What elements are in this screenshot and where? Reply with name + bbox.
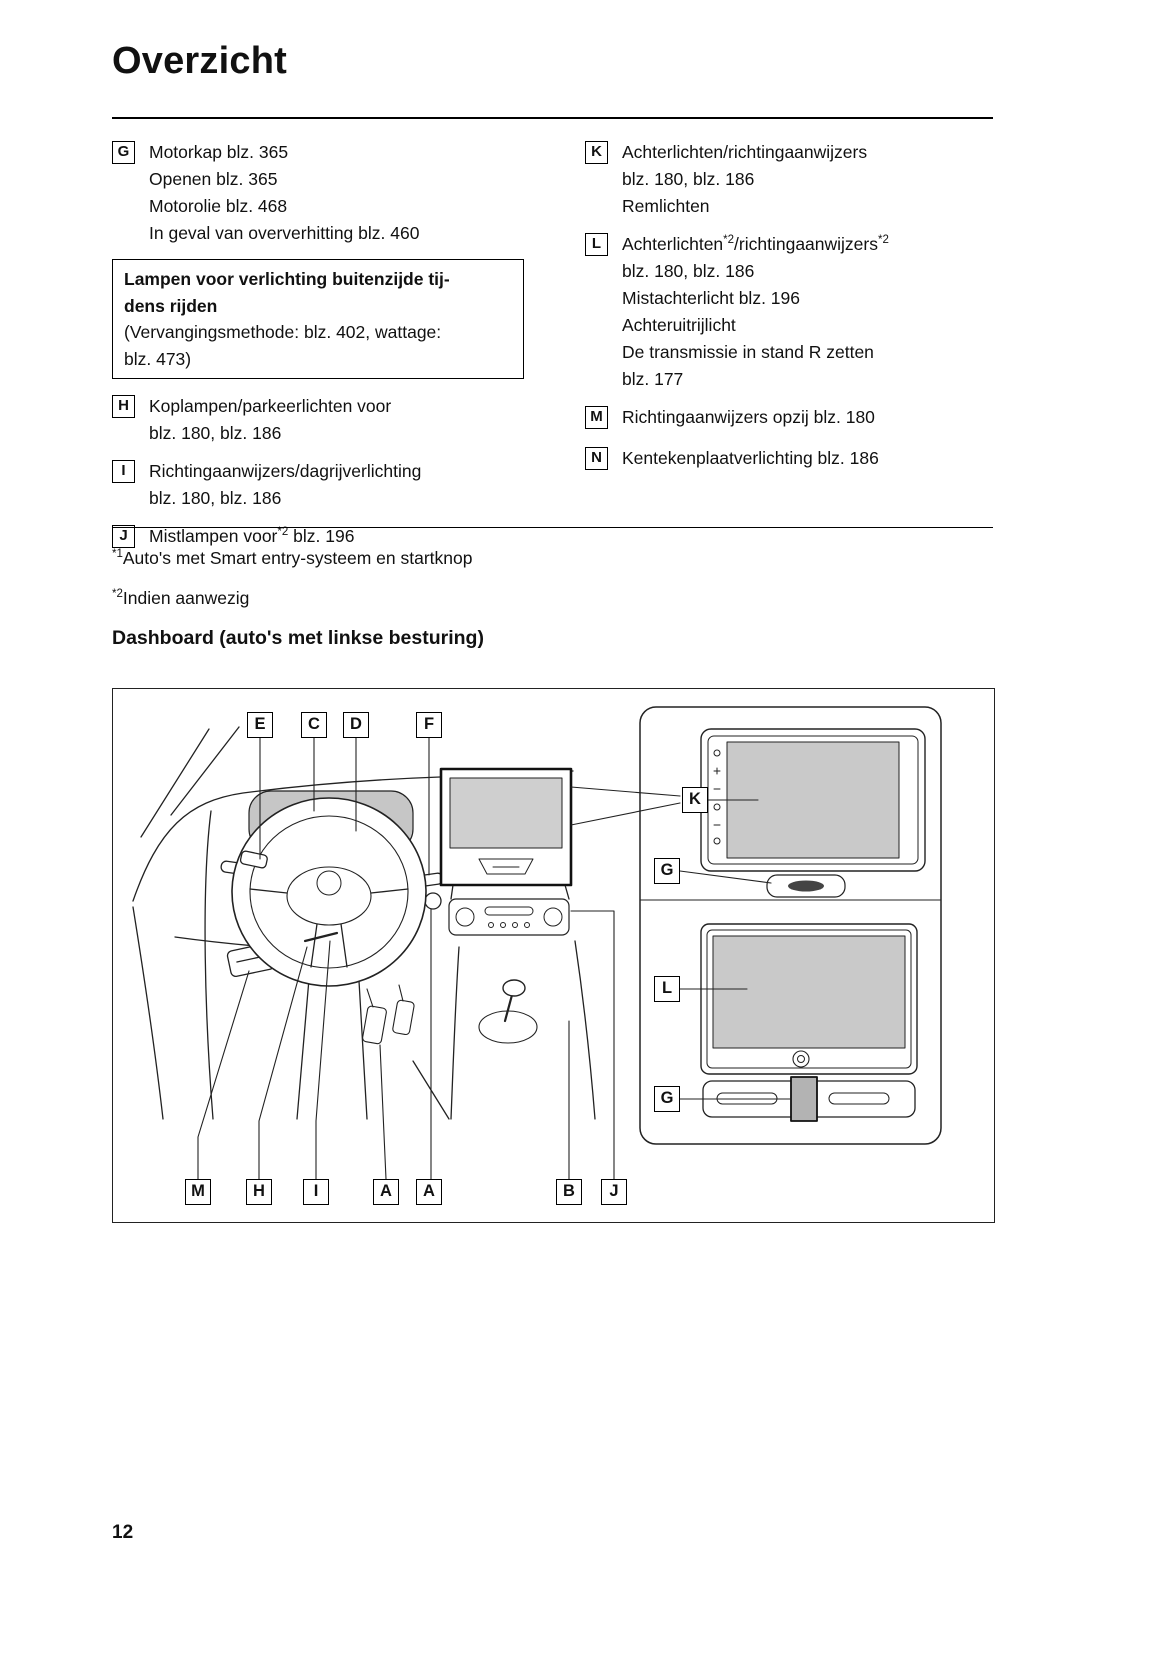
legend-line: Achterlichten*2/richtingaanwijzers*2 [622, 231, 1000, 258]
audio-display-unit [439, 767, 573, 887]
callout-i: I [303, 1179, 329, 1205]
legend-line: Achterlichten/richtingaanwijzers [622, 142, 868, 162]
footnote-text: Indien aanwezig [122, 588, 250, 608]
legend-item-mistlampen: J Mistlampen voor*2 blz. 196 [112, 523, 557, 550]
climate-control-panel [448, 898, 570, 936]
callout-g-vent: G [654, 1086, 680, 1112]
footnote-text: Auto's met Smart entry-systeem en startk… [122, 548, 473, 568]
legend-line: Koplampen/parkeerlichten voor [149, 396, 392, 416]
pedals [362, 984, 415, 1045]
nav-display-unit [700, 728, 926, 898]
inset-panel [639, 706, 942, 1145]
text-fragment: Mistlampen voor [149, 526, 278, 546]
callout-f: F [416, 712, 442, 738]
legend-line: blz. 180, blz. 186 [149, 423, 282, 443]
legend-lines: Richtingaanwijzers/dagrijverlichting blz… [149, 458, 557, 512]
top-divider [112, 117, 993, 119]
footnote-marker: *2 [277, 526, 289, 539]
legend-lines: Kentekenplaatverlichting blz. 186 [622, 445, 1000, 472]
footnote-1: *1Auto's met Smart entry-systeem en star… [112, 548, 472, 569]
footnote-marker: *2 [723, 234, 735, 247]
legend-line: Richtingaanwijzers opzij blz. 180 [622, 407, 875, 427]
note-body-line: blz. 473) [124, 348, 192, 369]
start-switch [424, 892, 442, 910]
dashboard-figure-drawing [132, 706, 942, 1180]
legend-key-h: H [112, 395, 135, 418]
legend-lines: Richtingaanwijzers opzij blz. 180 [622, 404, 1000, 431]
legend-key-g: G [112, 141, 135, 164]
callout-b: B [556, 1179, 582, 1205]
rear-display-unit [700, 923, 918, 1075]
callout-e: E [247, 712, 273, 738]
legend-line: Remlichten [622, 196, 710, 216]
legend-key-k: K [585, 141, 608, 164]
legend-key-i: I [112, 460, 135, 483]
legend-line: De transmissie in stand R zetten [622, 342, 874, 362]
legend-line: blz. 180, blz. 186 [622, 169, 755, 189]
legend-line: Achteruitrijlicht [622, 315, 736, 335]
legend-item-motorkap: G Motorkap blz. 365 Openen blz. 365 Moto… [112, 139, 557, 247]
dashboard-heading: Dashboard (auto's met linkse besturing) [112, 627, 484, 649]
text-fragment: /richtingaanwijzers [734, 234, 878, 254]
callout-c: C [301, 712, 327, 738]
note-title-line: Lampen voor verlichting buitenzijde tij- [124, 269, 450, 289]
page-title: Overzicht [112, 40, 287, 82]
legend-item-achterlichten-2: L Achterlichten*2/richtingaanwijzers*2 b… [585, 231, 1000, 393]
callout-k: K [682, 787, 708, 813]
gear-shifter [478, 979, 538, 1044]
text-fragment: Achterlichten [622, 234, 724, 254]
legend-lines: Koplampen/parkeerlichten voor blz. 180, … [149, 393, 557, 447]
callout-g-nav: G [654, 858, 680, 884]
legend-line: Openen blz. 365 [149, 169, 278, 189]
leader-lines [197, 737, 792, 1180]
steering-wheel [231, 797, 427, 987]
legend-line: blz. 177 [622, 369, 684, 389]
footnote-marker: *1 [112, 548, 123, 561]
legend-right-column: K Achterlichten/richtingaanwijzers blz. … [585, 139, 1000, 483]
mirror-control [239, 850, 268, 869]
legend-item-richtingaanwijzers-opzij: M Richtingaanwijzers opzij blz. 180 [585, 404, 1000, 431]
legend-key-j: J [112, 525, 135, 548]
legend-line: Motorkap blz. 365 [149, 142, 289, 162]
legend-line: Mistlampen voor*2 blz. 196 [149, 523, 557, 550]
legend-item-achterlichten: K Achterlichten/richtingaanwijzers blz. … [585, 139, 1000, 220]
legend-line: In geval van oververhitting blz. 460 [149, 223, 420, 243]
mid-divider [112, 527, 993, 528]
legend-line: blz. 180, blz. 186 [622, 261, 755, 281]
legend-lines: Achterlichten/richtingaanwijzers blz. 18… [622, 139, 1000, 220]
callout-l: L [654, 976, 680, 1002]
legend-key-l: L [585, 233, 608, 256]
callout-h: H [246, 1179, 272, 1205]
footnote-marker: *2 [878, 234, 889, 247]
text-fragment: blz. 196 [288, 526, 355, 546]
legend-key-m: M [585, 406, 608, 429]
legend-key-n: N [585, 447, 608, 470]
callout-a-1: A [373, 1179, 399, 1205]
callout-a-2: A [416, 1179, 442, 1205]
callout-j: J [601, 1179, 627, 1205]
page-number: 12 [112, 1522, 134, 1543]
exterior-lighting-note-box: Lampen voor verlichting buitenzijde tij-… [112, 259, 524, 379]
legend-line: Mistachterlicht blz. 196 [622, 288, 800, 308]
legend-line: Kentekenplaatverlichting blz. 186 [622, 448, 879, 468]
legend-item-kentekenplaat: N Kentekenplaatverlichting blz. 186 [585, 445, 1000, 472]
legend-line: Motorolie blz. 468 [149, 196, 288, 216]
legend-lines: Achterlichten*2/richtingaanwijzers*2 blz… [622, 231, 1000, 393]
legend-left-column: G Motorkap blz. 365 Openen blz. 365 Moto… [112, 139, 557, 561]
legend-lines: Mistlampen voor*2 blz. 196 [149, 523, 557, 550]
legend-item-richtingaanwijzers-voor: I Richtingaanwijzers/dagrijverlichting b… [112, 458, 557, 512]
callout-m: M [185, 1179, 211, 1205]
note-body-line: (Vervangingsmethode: blz. 402, wattage: [124, 322, 442, 342]
dashboard-figure: E C D F K G L G M H I A A B J [112, 688, 995, 1223]
legend-line: Richtingaanwijzers/dagrijverlichting [149, 461, 422, 481]
footnote-2: *2Indien aanwezig [112, 588, 249, 609]
note-title-line: dens rijden [124, 295, 218, 316]
legend-line: blz. 180, blz. 186 [149, 488, 282, 508]
callout-d: D [343, 712, 369, 738]
footnote-marker: *2 [112, 588, 123, 601]
legend-item-koplampen: H Koplampen/parkeerlichten voor blz. 180… [112, 393, 557, 447]
legend-lines: Motorkap blz. 365 Openen blz. 365 Motoro… [149, 139, 557, 247]
